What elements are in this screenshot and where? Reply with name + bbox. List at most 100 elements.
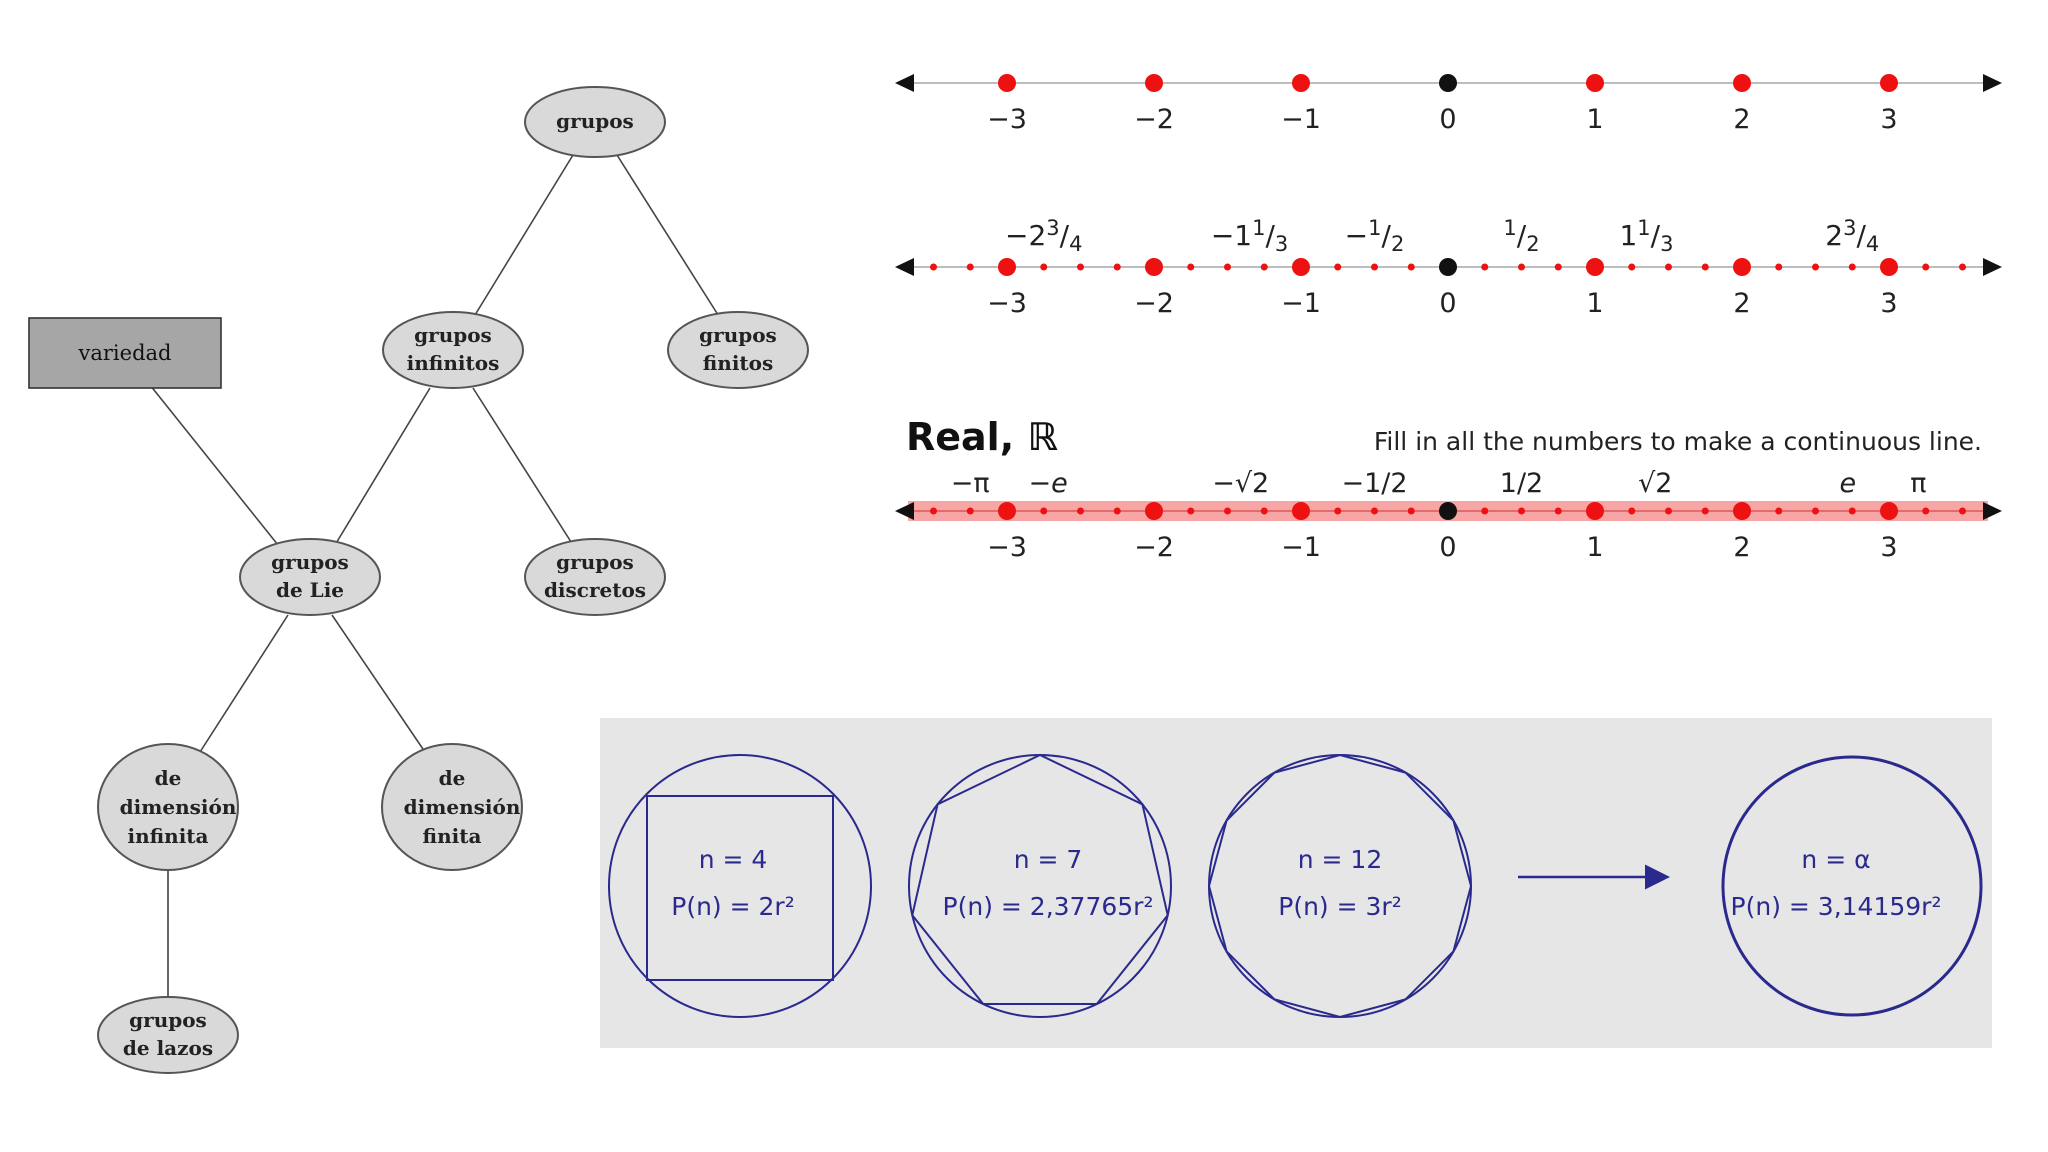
- node-dimfin-line2: dimensión: [404, 795, 521, 819]
- polygon-n4-n: n = 4: [699, 845, 768, 874]
- real-constant-label: 1/2: [1500, 468, 1543, 499]
- polygon-approximation-panel: n = 4 P(n) = 2r² n = 7 P(n) = 2,37765r² …: [600, 718, 1992, 1048]
- polygon-alpha-n: n = α: [1801, 845, 1870, 874]
- integer-dot: [1733, 74, 1751, 92]
- tick-label: −2: [1134, 532, 1174, 563]
- tick-label: 2: [1733, 288, 1750, 319]
- tick-label: −3: [987, 532, 1027, 563]
- fraction-label: −23/4: [1005, 216, 1082, 256]
- small-dot: [1040, 263, 1048, 271]
- node-diminf-line1: de: [155, 766, 182, 790]
- small-dot: [930, 507, 937, 515]
- node-infinitos-line2: infinitos: [407, 351, 500, 375]
- node-dimfin-line1: de: [439, 766, 466, 790]
- small-dot: [1701, 507, 1709, 515]
- small-dot: [1812, 263, 1819, 271]
- right-arrow-icon: [1983, 258, 2002, 276]
- tick-label: −2: [1134, 104, 1174, 135]
- small-dot: [1040, 507, 1048, 515]
- integer-dot: [1439, 502, 1457, 520]
- integer-dot: [1586, 502, 1604, 520]
- polygon-n12: n = 12 P(n) = 3r²: [1207, 753, 1473, 1019]
- small-dot: [1224, 263, 1231, 271]
- integer-dot: [1292, 502, 1310, 520]
- integer-dot: [1880, 502, 1898, 520]
- real-constant-label: −√2: [1212, 468, 1269, 499]
- small-dot: [1371, 507, 1378, 515]
- small-dot: [1260, 507, 1268, 515]
- small-dot: [1187, 507, 1195, 515]
- small-dot: [1077, 507, 1084, 515]
- small-dot: [1959, 507, 1966, 515]
- polygon-n7-n: n = 7: [1014, 845, 1083, 874]
- small-dot: [1334, 263, 1342, 271]
- node-finitos-line2: finitos: [703, 351, 774, 375]
- small-dot: [1628, 507, 1636, 515]
- small-dot: [1848, 263, 1856, 271]
- left-arrow-icon: [895, 502, 914, 520]
- small-dot: [1554, 507, 1562, 515]
- left-arrow-icon: [895, 258, 914, 276]
- small-dot: [1334, 507, 1342, 515]
- integer-dot: [1145, 74, 1163, 92]
- node-discretos-line1: grupos: [556, 550, 634, 574]
- small-dot: [1077, 263, 1084, 271]
- integer-dot: [1145, 502, 1163, 520]
- fraction-label: −11/3: [1211, 216, 1288, 256]
- node-lazos-line1: grupos: [129, 1008, 207, 1032]
- tick-label: 3: [1880, 104, 1897, 135]
- polygon-n-alpha: n = α P(n) = 3,14159r²: [1721, 755, 1983, 1017]
- node-lie-line2: de Lie: [276, 578, 344, 602]
- real-constant-label: π: [1910, 468, 1926, 499]
- small-dot: [1113, 263, 1121, 271]
- small-dot: [1518, 507, 1525, 515]
- tick-label: 1: [1586, 532, 1603, 563]
- tick-label: 2: [1733, 104, 1750, 135]
- integer-dot: [1439, 74, 1457, 92]
- node-lazos-line2: de lazos: [123, 1036, 213, 1060]
- tick-label: 0: [1439, 288, 1456, 319]
- tick-label: −2: [1134, 288, 1174, 319]
- integer-dot: [1880, 74, 1898, 92]
- real-title: Real, ℝ: [906, 415, 1058, 459]
- integer-dot: [1586, 74, 1604, 92]
- tick-label: 1: [1586, 288, 1603, 319]
- integer-dot: [1439, 258, 1457, 276]
- small-dot: [1775, 263, 1783, 271]
- real-constant-label: −1/2: [1341, 468, 1407, 499]
- small-dot: [1224, 507, 1231, 515]
- small-dot: [1628, 263, 1636, 271]
- real-note: Fill in all the numbers to make a contin…: [1374, 427, 1982, 456]
- node-grupos-discretos: grupos discretos: [524, 538, 666, 616]
- small-dot: [1407, 507, 1415, 515]
- small-dot: [1959, 263, 1966, 271]
- small-dot: [1518, 263, 1525, 271]
- tick-label: −1: [1281, 288, 1321, 319]
- small-dot: [1481, 507, 1489, 515]
- tick-label: 0: [1439, 532, 1456, 563]
- integer-dot: [1733, 258, 1751, 276]
- node-discretos-line2: discretos: [544, 578, 646, 602]
- small-dot: [1554, 263, 1562, 271]
- tick-label: −1: [1281, 532, 1321, 563]
- integer-dots: [998, 74, 1898, 92]
- small-dot: [930, 263, 937, 271]
- polygon-n12-n: n = 12: [1298, 845, 1383, 874]
- small-dot: [1481, 263, 1489, 271]
- fraction-label: 11/3: [1619, 216, 1673, 256]
- tick-label: −1: [1281, 104, 1321, 135]
- node-grupos-finitos: grupos finitos: [667, 311, 809, 389]
- small-dot: [966, 263, 974, 271]
- right-arrow-icon: [1983, 502, 2002, 520]
- node-infinitos-line1: grupos: [414, 323, 492, 347]
- small-dot: [1922, 263, 1930, 271]
- integer-dot: [1880, 258, 1898, 276]
- real-constant-label: √2: [1638, 468, 1672, 499]
